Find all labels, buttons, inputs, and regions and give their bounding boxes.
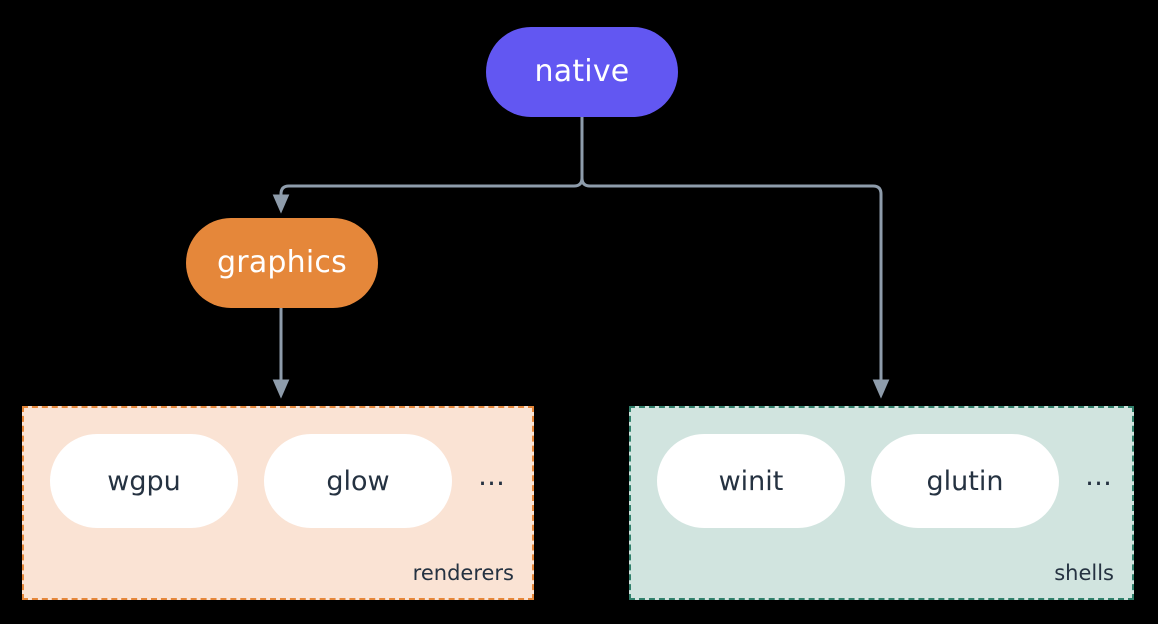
edge-native-to-graphics xyxy=(272,175,584,214)
group-renderers-items: wgpu glow … xyxy=(50,434,505,528)
chip-glutin-label: glutin xyxy=(926,465,1004,497)
group-renderers: wgpu glow … renderers xyxy=(22,406,534,600)
group-shells-label: shells xyxy=(1054,560,1114,585)
node-graphics[interactable]: graphics xyxy=(186,218,378,308)
group-shells-items: winit glutin … xyxy=(657,434,1112,528)
group-shells: winit glutin … shells xyxy=(629,406,1134,600)
chip-winit[interactable]: winit xyxy=(657,434,845,528)
chip-glow-label: glow xyxy=(326,465,390,497)
chip-wgpu-label: wgpu xyxy=(107,465,181,497)
chip-glutin[interactable]: glutin xyxy=(871,434,1059,528)
node-native[interactable]: native xyxy=(486,27,678,117)
edge-native-to-shells xyxy=(580,175,890,399)
shells-overflow-ellipsis: … xyxy=(1085,460,1112,492)
group-renderers-label: renderers xyxy=(412,560,514,585)
renderers-overflow-ellipsis: … xyxy=(478,460,505,492)
chip-wgpu[interactable]: wgpu xyxy=(50,434,238,528)
chip-glow[interactable]: glow xyxy=(264,434,452,528)
chip-winit-label: winit xyxy=(718,465,784,497)
node-native-label: native xyxy=(534,54,630,89)
node-graphics-label: graphics xyxy=(217,245,347,280)
